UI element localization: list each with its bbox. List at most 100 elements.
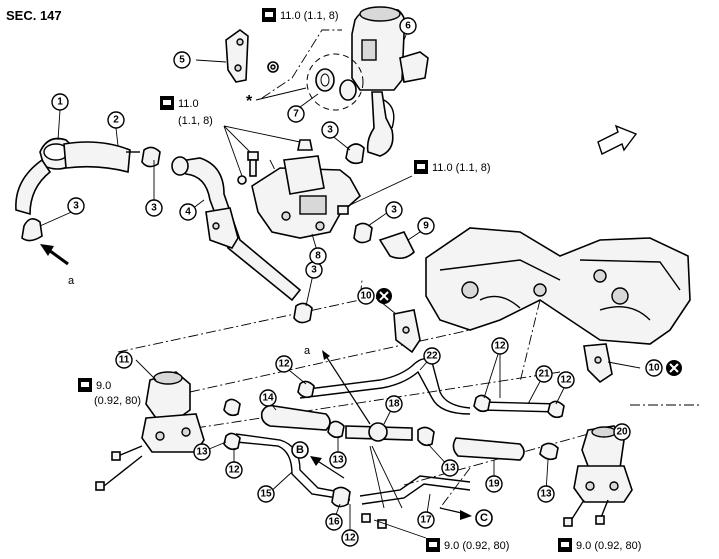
callout-c12d: 12 (225, 461, 243, 479)
clamp-a (21, 218, 43, 242)
svg-text:19: 19 (488, 479, 500, 490)
callout-c3d: 3 (385, 201, 403, 219)
svg-text:8: 8 (315, 251, 321, 262)
part-19-hose (452, 437, 525, 461)
callout-c12a: 12 (275, 355, 293, 373)
bolt (223, 125, 301, 185)
callout-c9: 9 (417, 217, 435, 235)
svg-text:5: 5 (179, 55, 185, 66)
callout-c21: 21 (535, 365, 553, 383)
svg-text:2: 2 (113, 115, 119, 126)
callout-c2: 2 (107, 111, 125, 129)
callout-c10a: 10 (357, 287, 375, 305)
torque-spec-2-value: 11.0 (178, 98, 199, 110)
torque-icon-3 (414, 160, 428, 174)
bolt-right (337, 175, 413, 215)
svg-text:C: C (480, 512, 488, 524)
callout-c14: 14 (259, 389, 277, 407)
svg-text:9: 9 (423, 221, 429, 232)
svg-text:16: 16 (328, 517, 340, 528)
callout-c3a: 3 (67, 197, 85, 215)
svg-text:12: 12 (560, 375, 572, 386)
arrow-a-left (40, 244, 69, 266)
svg-text:B: B (296, 444, 304, 456)
callout-c18: 18 (385, 395, 403, 413)
part-1-2-inlet-hose (15, 137, 140, 216)
clamps-lower (223, 380, 565, 461)
part-7-gasket (255, 53, 364, 111)
svg-text:14: 14 (262, 393, 274, 404)
svg-text:6: 6 (405, 21, 411, 32)
svg-text:3: 3 (73, 201, 79, 212)
part-10-gasket-right (583, 343, 613, 384)
svg-text:13: 13 (196, 447, 208, 458)
marker-a-mid: a (304, 345, 311, 357)
torque-icon-2 (160, 96, 174, 110)
torque-spec-4-units: (0.92, 80) (94, 395, 141, 407)
clamp-d (353, 222, 373, 244)
torque-icon-4 (78, 378, 92, 392)
svg-text:1: 1 (57, 97, 63, 108)
callout-c15: 15 (257, 485, 275, 503)
svg-text:10: 10 (648, 363, 660, 374)
svg-text:13: 13 (540, 489, 552, 500)
part-8-valve-assembly (251, 139, 362, 239)
clamp-e (293, 302, 313, 324)
part-16-clamp (331, 486, 351, 508)
part-18-joint (345, 422, 413, 442)
callout-c12b: 12 (491, 337, 509, 355)
svg-text:7: 7 (293, 109, 299, 120)
do-not-reuse-icon-2 (666, 360, 682, 376)
callout-c13d: 13 (537, 485, 555, 503)
clamp-b (141, 146, 161, 168)
section-label: SEC. 147 (6, 8, 62, 23)
torque-icon-6 (558, 538, 572, 552)
arrow-front (597, 124, 638, 155)
torque-icon-1 (262, 8, 276, 22)
svg-text:12: 12 (228, 465, 240, 476)
callout-c8: 8 (309, 247, 327, 265)
torque-spec-6: 9.0 (0.92, 80) (576, 540, 641, 552)
callout-c10b: 10 (645, 359, 663, 377)
part-10-gasket-left (393, 309, 421, 354)
svg-text:22: 22 (426, 351, 438, 362)
svg-text:12: 12 (344, 533, 356, 544)
part-21-pipe (479, 401, 561, 413)
part-17-pipe (359, 475, 471, 505)
callout-c20: 20 (613, 423, 631, 441)
connector-c: C (475, 509, 493, 527)
connector-b: B (291, 441, 309, 459)
callout-c13c: 13 (441, 459, 459, 477)
marker-star: * (246, 93, 253, 110)
part-14-hose (260, 404, 331, 431)
svg-text:11: 11 (119, 355, 130, 366)
do-not-reuse-icon-1 (376, 288, 392, 304)
svg-text:13: 13 (332, 455, 344, 466)
callout-c3b: 3 (145, 199, 163, 217)
part-22-pipe (299, 358, 471, 415)
svg-text:21: 21 (538, 369, 550, 380)
svg-text:3: 3 (151, 203, 157, 214)
callout-c5: 5 (173, 51, 191, 69)
callout-c12c: 12 (557, 371, 575, 389)
torque-spec-5: 9.0 (0.92, 80) (444, 540, 509, 552)
bolts-lower-mid (361, 513, 427, 539)
callout-c3e: 3 (305, 261, 323, 279)
part-9-hose (378, 231, 415, 260)
svg-text:17: 17 (420, 515, 432, 526)
callout-c19: 19 (485, 475, 503, 493)
callout-c1: 1 (51, 93, 69, 111)
arrow-a-mid (322, 350, 371, 425)
svg-text:3: 3 (311, 265, 317, 276)
svg-text:3: 3 (327, 125, 333, 136)
callout-c7: 7 (287, 105, 305, 123)
torque-icon-5 (426, 538, 440, 552)
callout-c11: 11 (115, 351, 133, 369)
nut (267, 61, 279, 73)
svg-text:20: 20 (616, 427, 628, 438)
callout-c16: 16 (325, 513, 343, 531)
svg-text:12: 12 (494, 341, 506, 352)
torque-spec-1: 11.0 (1.1, 8) (280, 10, 339, 22)
